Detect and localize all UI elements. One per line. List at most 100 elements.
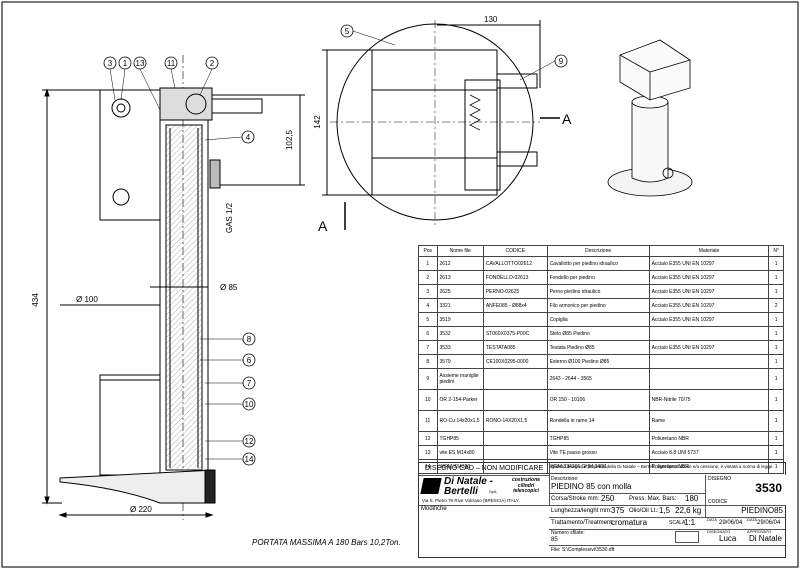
trattamento-row: Trattamento/Treatment: cromatura SCALA 1… bbox=[549, 517, 785, 530]
bom-cell: CAVALLOTTO02612 bbox=[482, 256, 548, 271]
bom-cell: 4 bbox=[418, 298, 438, 313]
dimension-labels: 434 Ø 100 Ø 85 Ø 220 102,5 GAS 1/2 bbox=[31, 129, 294, 514]
corsa-row: Corsa/Stroke mm: 250 Press. Max. Bars: 1… bbox=[549, 493, 705, 506]
bom-header-qty: N° bbox=[768, 245, 784, 257]
callout-2: 2 bbox=[210, 59, 215, 68]
dim-142: 142 bbox=[313, 115, 322, 129]
disegnato-label: DISEGNATO bbox=[707, 529, 731, 534]
bom-cell: Rondella in rame 14 bbox=[546, 410, 650, 432]
bom-cell bbox=[648, 368, 770, 390]
callout-12: 12 bbox=[245, 437, 254, 446]
callout-balloons bbox=[103, 24, 568, 466]
trattamento-value: cromatura bbox=[611, 518, 648, 527]
bom-cell: 12 bbox=[418, 431, 438, 446]
descr-label: Descrizione: bbox=[551, 476, 579, 482]
bom-cell: 2613 bbox=[436, 270, 484, 285]
callout-10: 10 bbox=[245, 400, 254, 409]
lunghezza-label: Lunghezza/lenght mm: bbox=[551, 508, 612, 514]
bom-cell: Acciaio 8.8 UNI 5737 bbox=[648, 445, 770, 460]
thread-gas: GAS 1/2 bbox=[225, 202, 234, 233]
callout-13: 13 bbox=[136, 59, 145, 68]
bom-cell: RO-Cu 14x20x1,5 bbox=[436, 410, 484, 432]
bom-cell: 11 bbox=[418, 410, 438, 432]
section-markers: A A bbox=[318, 111, 572, 234]
bom-cell: Acciaio E355 UNI EN 10297 bbox=[648, 270, 770, 285]
disegnato-value: Luca bbox=[719, 534, 737, 543]
top-view bbox=[322, 20, 560, 230]
bom-cell: NBR-Nitrile 70/75 bbox=[648, 389, 770, 411]
data-value-1: 29/06/04 bbox=[719, 520, 743, 526]
bom-cell: Stelo Ø85 Piedino bbox=[546, 326, 650, 341]
company-logo bbox=[420, 478, 442, 494]
section-view bbox=[42, 55, 305, 520]
bom-cell: TESTATA085 bbox=[482, 340, 548, 355]
dim-d100: Ø 100 bbox=[76, 295, 98, 304]
bom-cell: 3 bbox=[418, 284, 438, 299]
bom-cell: CE100X0295-0000 bbox=[482, 354, 548, 369]
data-value-2: 29/06/04 bbox=[757, 520, 781, 526]
bom-cell: ANFE085 - Ø88x4 bbox=[482, 298, 548, 313]
lunghezza-value: 375 bbox=[611, 506, 625, 515]
callout-14: 14 bbox=[245, 455, 254, 464]
company-block: Di Natale - Bertelli SpA costruzione cil… bbox=[419, 475, 550, 506]
bom-cell: 2625 bbox=[436, 284, 484, 299]
dim-130: 130 bbox=[484, 15, 498, 24]
bom-cell: Poliuretano NBR bbox=[648, 431, 770, 446]
bom-cell: 3533 bbox=[436, 340, 484, 355]
bom-header-pos: Pos bbox=[418, 245, 438, 257]
descr-cell: Descrizione: PIEDINO 85 con molla bbox=[549, 475, 785, 494]
bom-cell: Acciaio E355 UNI EN 10297 bbox=[648, 284, 770, 299]
top-view-labels: 130 142 bbox=[313, 15, 498, 129]
bom-cell: Acciaio E355 UNI EN 10297 bbox=[648, 256, 770, 271]
bom-cell: ST060X0375-P00C bbox=[482, 326, 548, 341]
bom-cell: 1 bbox=[768, 389, 784, 411]
callout-8: 8 bbox=[247, 335, 252, 344]
numero-value: 85 bbox=[551, 537, 558, 543]
olio-label: Olio/Oil Lt.: bbox=[629, 508, 659, 514]
descr-value: PIEDINO 85 con molla bbox=[551, 482, 632, 491]
dim-102-5: 102,5 bbox=[285, 129, 294, 150]
bom-cell: 1 bbox=[768, 368, 784, 390]
bom-cell: Acciaio E355 UNI EN 10297 bbox=[648, 312, 770, 327]
section-a-left: A bbox=[318, 218, 328, 234]
title-block: DISEGNO CAD – NON MODIFICARE Questo dise… bbox=[418, 462, 786, 558]
bom-cell: 1 bbox=[768, 284, 784, 299]
bom-cell: Perno piedino idraulico bbox=[546, 284, 650, 299]
bom-cell: 2612 bbox=[436, 256, 484, 271]
bom-cell: OR 150 - 10106 bbox=[546, 389, 650, 411]
bom-cell: 1 bbox=[768, 445, 784, 460]
bom-cell: Cavallotto per piedino idraulico bbox=[546, 256, 650, 271]
disegno-value: 3530 bbox=[755, 481, 782, 495]
bom-cell: Rame bbox=[648, 410, 770, 432]
bom-cell: 9 bbox=[418, 368, 438, 390]
press-value: 180 bbox=[685, 494, 699, 503]
bom-cell: 1 bbox=[768, 326, 784, 341]
bom-cell: Assieme maniglie piedini bbox=[436, 368, 484, 390]
dim-434: 434 bbox=[31, 293, 40, 307]
bom-cell: 3519 bbox=[436, 312, 484, 327]
callout-9: 9 bbox=[559, 57, 564, 66]
bom-cell: Esterno Ø100 Piedino Ø85 bbox=[546, 354, 650, 369]
cad-warning: DISEGNO CAD – NON MODIFICARE bbox=[419, 463, 550, 476]
trattamento-label: Trattamento/Treatment: bbox=[551, 520, 614, 526]
bom-header-material: Materiale bbox=[648, 245, 770, 257]
bom-cell: Acciaio E355 UNI EN 10297 bbox=[648, 298, 770, 313]
section-a-right: A bbox=[562, 111, 572, 127]
numero-row: Numero sfilate: 85 DISEGNATO Luca APPROV… bbox=[549, 529, 785, 546]
press-label: Press. Max. Bars: bbox=[629, 496, 677, 502]
bom-cell bbox=[482, 312, 548, 327]
callout-7: 7 bbox=[247, 379, 252, 388]
callout-5: 5 bbox=[345, 27, 350, 36]
codice-label: CODICE bbox=[708, 499, 728, 505]
approvato-value: Di Natale bbox=[749, 534, 782, 543]
callout-6: 6 bbox=[247, 356, 252, 365]
